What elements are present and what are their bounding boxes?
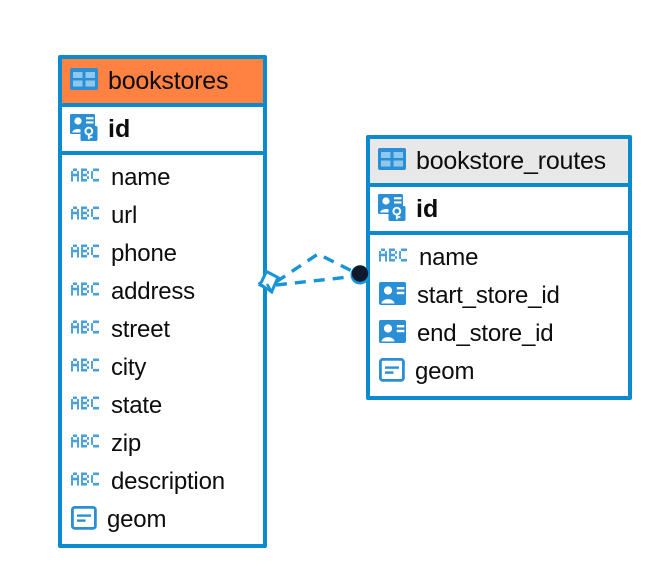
field-label: name <box>419 244 479 271</box>
table-icon <box>70 67 98 95</box>
field-row[interactable]: start_store_id <box>370 277 628 315</box>
relationship-line-upper <box>275 252 359 284</box>
abc-text-icon <box>71 396 101 416</box>
field-label: phone <box>111 240 177 267</box>
relationship-connector[interactable] <box>250 240 380 315</box>
field-label: city <box>111 354 147 381</box>
primary-key-row-bookstore-routes[interactable]: id <box>370 187 628 235</box>
field-row[interactable]: phone <box>62 235 263 273</box>
field-row[interactable]: geom <box>62 501 263 539</box>
field-row[interactable]: name <box>62 159 263 197</box>
field-row[interactable]: geom <box>370 353 628 391</box>
field-row[interactable]: zip <box>62 425 263 463</box>
field-row[interactable]: city <box>62 349 263 387</box>
field-label: name <box>111 164 171 191</box>
field-label: geom <box>415 358 475 385</box>
field-row[interactable]: end_store_id <box>370 315 628 353</box>
primary-key-row-bookstores[interactable]: id <box>62 107 263 155</box>
abc-text-icon <box>71 358 101 378</box>
abc-text-icon <box>71 244 101 264</box>
abc-text-icon <box>71 206 101 226</box>
field-label: url <box>111 202 138 229</box>
field-label: end_store_id <box>417 320 554 347</box>
entity-header-bookstores[interactable]: bookstores <box>62 59 263 107</box>
field-row[interactable]: name <box>370 239 628 277</box>
geometry-icon <box>70 505 97 535</box>
entity-title: bookstores <box>108 66 229 95</box>
primary-key-label: id <box>108 114 131 143</box>
abc-text-icon <box>71 168 101 188</box>
field-list-bookstores: name url phone address street city state zip des… <box>62 155 263 539</box>
foreign-key-icon <box>379 319 407 349</box>
field-label: geom <box>107 506 167 533</box>
field-label: street <box>111 316 170 343</box>
abc-text-icon <box>71 472 101 492</box>
primary-key-label: id <box>416 194 439 223</box>
field-label: start_store_id <box>417 282 560 309</box>
field-label: description <box>111 468 225 495</box>
field-label: address <box>111 278 195 305</box>
field-label: state <box>111 392 163 419</box>
abc-text-icon <box>71 282 101 302</box>
field-row[interactable]: state <box>62 387 263 425</box>
relationship-line-lower <box>275 274 359 287</box>
entity-header-bookstore-routes[interactable]: bookstore_routes <box>370 139 628 187</box>
abc-text-icon <box>71 320 101 340</box>
foreign-key-icon <box>379 281 407 311</box>
abc-text-icon <box>379 248 409 268</box>
table-icon <box>378 147 406 175</box>
abc-text-icon <box>71 434 101 454</box>
primary-key-icon <box>70 113 98 146</box>
field-row[interactable]: url <box>62 197 263 235</box>
entity-title: bookstore_routes <box>416 146 606 175</box>
field-row[interactable]: street <box>62 311 263 349</box>
geometry-icon <box>378 357 405 387</box>
entity-bookstores[interactable]: bookstores id name url phone address street c… <box>58 55 267 548</box>
primary-key-icon <box>378 193 406 226</box>
field-label: zip <box>111 430 142 457</box>
field-row[interactable]: description <box>62 463 263 501</box>
field-row[interactable]: address <box>62 273 263 311</box>
